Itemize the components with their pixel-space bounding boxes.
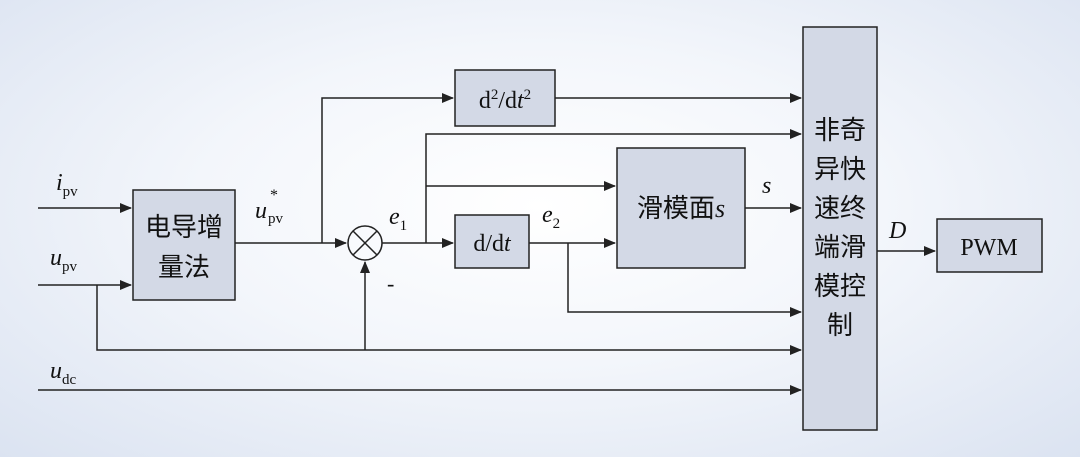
incremental-conductance-block: [132, 189, 236, 301]
d-label: D: [888, 218, 906, 244]
controller-label-line: 速终: [814, 194, 866, 224]
controller-label-line: 制: [827, 311, 853, 341]
e1-to-controller-arrow: [425, 129, 802, 243]
ipv-label: ipv: [56, 170, 78, 200]
sliding-surface-label: 滑模面s: [637, 194, 725, 224]
svg-text:pv: pv: [268, 211, 284, 227]
controller-label: 非奇 异快 速终 端滑 模控 制: [814, 116, 866, 341]
controller-label-line: 模控: [814, 272, 866, 302]
e1-label: e1: [389, 204, 407, 234]
minus-sign: -: [387, 271, 394, 296]
second-derivative-label: d2/dt2: [479, 87, 531, 114]
nfts-controller-block: [802, 26, 878, 431]
upv-reference-label: u * pv: [255, 187, 284, 227]
controller-label-line: 异快: [814, 155, 866, 185]
inc-cond-label-line1: 电导增: [145, 213, 223, 243]
sliding-surface-block: [616, 147, 746, 269]
e2-to-controller-arrow: [567, 243, 802, 317]
to-second-derivative-arrow: [321, 93, 454, 243]
controller-label-line: 端滑: [814, 233, 866, 263]
svg-text:u: u: [255, 198, 267, 224]
upv-to-controller-line: [96, 285, 802, 355]
second-derivative-block: [454, 69, 556, 127]
s-label: s: [762, 173, 771, 199]
derivative-block: [454, 214, 530, 269]
inc-cond-label-line2: 量法: [158, 253, 210, 283]
svg-text:*: *: [270, 187, 278, 204]
pwm-label: PWM: [960, 235, 1017, 261]
controller-label-line: 非奇: [814, 116, 866, 146]
pwm-block: [936, 218, 1043, 273]
upv-label: upv: [50, 245, 78, 275]
summing-junction: [347, 225, 383, 261]
udc-label: udc: [50, 358, 77, 388]
e2-label: e2: [542, 202, 560, 232]
derivative-label: d/dt: [473, 231, 512, 257]
